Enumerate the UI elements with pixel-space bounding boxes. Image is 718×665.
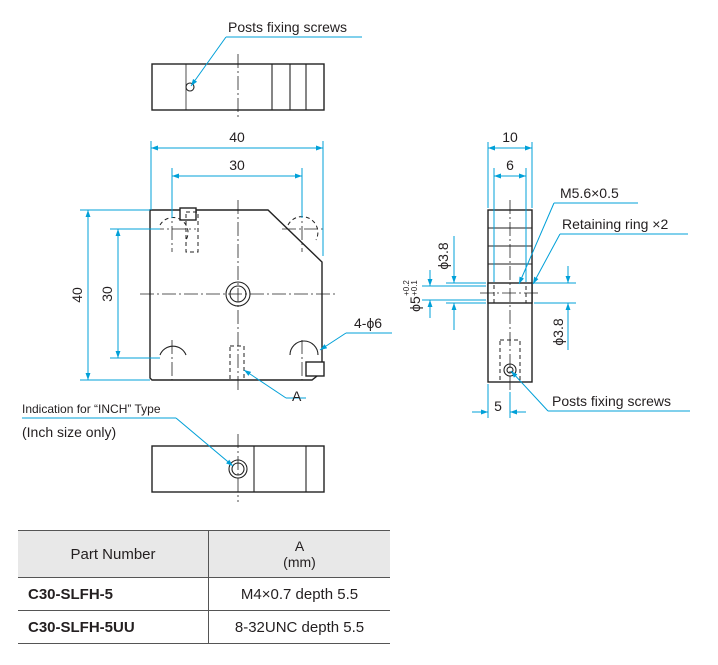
dim-pitch-30-horizontal: 30	[229, 157, 245, 173]
part-number-table: Part Number A (mm) C30-SLFH-5 M4×0.7 dep…	[18, 530, 390, 644]
dim-side-5: 5	[494, 398, 502, 414]
technical-drawing: Posts fixing screws	[22, 19, 690, 502]
dim-phi38-right: ϕ3.8	[550, 318, 566, 346]
hole-4phi6-label: 4-ϕ6	[354, 315, 382, 331]
header-a-unit: (mm)	[283, 554, 316, 570]
header-a-label: A	[294, 538, 305, 554]
dim-phi5: ϕ5	[407, 296, 423, 312]
dim-side-6: 6	[506, 157, 514, 173]
part-number-cell: C30-SLFH-5UU	[18, 610, 209, 644]
inch-only-label: (Inch size only)	[22, 424, 116, 440]
inch-indication-label: Indication for “INCH” Type	[22, 402, 161, 416]
front-dimensions	[80, 141, 324, 381]
dim-phi5-tol-lower: +0.1	[410, 280, 419, 296]
front-view	[140, 200, 336, 392]
a-value-cell: 8-32UNC depth 5.5	[208, 610, 390, 644]
dim-side-10: 10	[502, 129, 518, 145]
dim-phi38-top: ϕ3.8	[435, 242, 451, 270]
posts-fixing-right-label: Posts fixing screws	[552, 393, 671, 409]
point-a-label: A	[292, 388, 302, 404]
a-value-cell: M4×0.7 depth 5.5	[208, 577, 390, 611]
header-part-number: Part Number	[18, 530, 209, 578]
m56-label: M5.6×0.5	[560, 185, 619, 201]
side-view	[480, 200, 540, 392]
posts-fixing-top-label: Posts fixing screws	[228, 19, 347, 35]
table-row: C30-SLFH-5UU 8-32UNC depth 5.5	[18, 610, 390, 644]
table-header-row: Part Number A (mm)	[18, 530, 390, 578]
dim-height-40: 40	[69, 287, 85, 303]
bottom-view	[151, 434, 325, 502]
table-row: C30-SLFH-5 M4×0.7 depth 5.5	[18, 577, 390, 611]
top-view	[151, 54, 325, 120]
side-dimensions	[422, 142, 576, 418]
dim-width-40: 40	[229, 129, 245, 145]
dim-pitch-30-vertical: 30	[99, 286, 115, 302]
part-number-cell: C30-SLFH-5	[18, 577, 209, 611]
dim-phi5-tol-upper: +0.2	[402, 280, 411, 296]
header-a: A (mm)	[208, 530, 390, 578]
retaining-ring-label: Retaining ring ×2	[562, 216, 668, 232]
